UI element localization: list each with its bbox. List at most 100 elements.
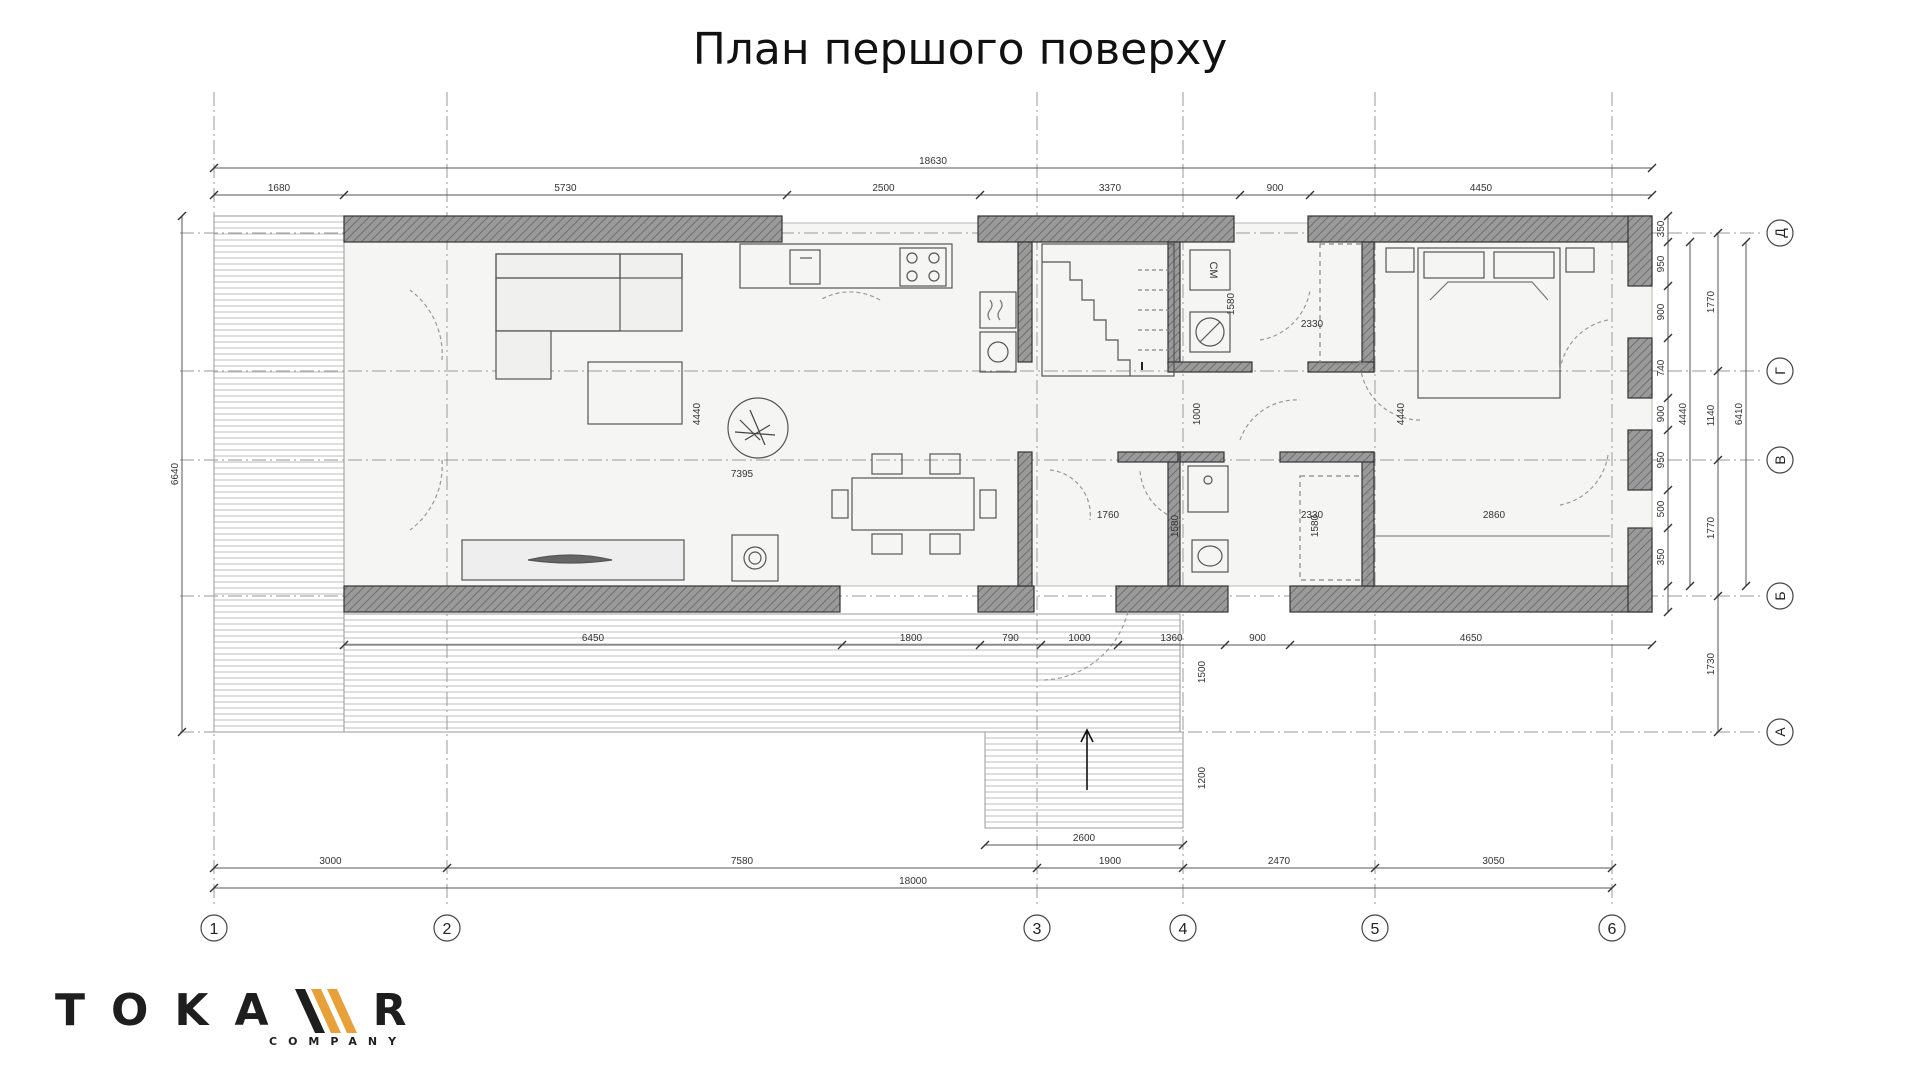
interior-dim-label: 1580 (1310, 514, 1321, 537)
walls (343, 215, 1653, 613)
dim-label: 1900 (1099, 856, 1122, 867)
dim-tick (339, 640, 349, 650)
wall (1117, 451, 1179, 463)
dim-tick (975, 190, 985, 200)
axis-bubble-row (1766, 582, 1794, 610)
dim-tick (1032, 863, 1042, 873)
dim-label: 2470 (1268, 856, 1291, 867)
door-swings (409, 289, 1609, 681)
dim-tick (1235, 190, 1245, 200)
wall (1289, 585, 1653, 613)
wall (1361, 241, 1375, 373)
axis-label-column: 3 (1033, 921, 1042, 938)
terrace-deck (213, 215, 345, 733)
axis-bubble-column (433, 914, 461, 942)
dim-label: 6450 (582, 633, 605, 644)
axis-label-row: Б (1772, 591, 1788, 600)
axis-bubble-row (1766, 446, 1794, 474)
dim-tick (177, 211, 187, 221)
dim-label: 740 (1656, 359, 1667, 376)
axis-bubble-column (1023, 914, 1051, 942)
dim-tick (1370, 863, 1380, 873)
dim-tick (442, 863, 452, 873)
dim-label: 4440 (1678, 402, 1689, 425)
toilet-icon (1187, 465, 1229, 573)
entrance-deck (343, 613, 1181, 733)
dim-label: 1800 (900, 633, 923, 644)
plant-icon (727, 397, 789, 459)
deck-outline (984, 731, 1184, 829)
dim-tick (1685, 581, 1695, 591)
dim-label: 900 (1267, 183, 1284, 194)
dim-tick (339, 190, 349, 200)
wall (1307, 215, 1653, 243)
interior-dim-label: 1580 (1226, 292, 1237, 315)
wall (1627, 429, 1653, 491)
interior-dim-label: 1760 (1097, 510, 1120, 521)
dim-tick (1647, 640, 1657, 650)
dim-tick (1036, 640, 1046, 650)
dim-tick (1607, 883, 1617, 893)
dim-label: 1360 (1160, 633, 1183, 644)
dim-tick (1178, 863, 1188, 873)
dim-tick (980, 840, 990, 850)
wall (1627, 527, 1653, 613)
dim-tick (1663, 581, 1673, 591)
heater-icon (979, 291, 1017, 373)
wall (1167, 361, 1253, 373)
wall (1279, 451, 1375, 463)
dim-tick (1741, 581, 1751, 591)
dim-label: 350 (1656, 548, 1667, 565)
wall (1115, 585, 1229, 613)
axis-label-row: Д (1772, 228, 1788, 238)
dim-label: 900 (1656, 405, 1667, 422)
dim-tick (1663, 281, 1673, 291)
wall (1627, 337, 1653, 399)
dim-label: 1000 (1068, 633, 1091, 644)
axis-label-row: А (1772, 727, 1788, 737)
axis-label-column: 6 (1608, 921, 1617, 938)
dim-tick (209, 190, 219, 200)
interior-dim-label: 2860 (1483, 510, 1506, 521)
axis-label-column: 4 (1179, 921, 1188, 938)
shower-icon (1319, 243, 1365, 365)
axis-bubble-column (1598, 914, 1626, 942)
interior-dim-label: 1200 (1197, 766, 1208, 789)
dim-label: 1770 (1706, 516, 1717, 539)
dim-tick (837, 640, 847, 650)
interior-dim-label: 1500 (1197, 660, 1208, 683)
dim-tick (1741, 237, 1751, 247)
washing-machine-icon (1189, 249, 1231, 353)
axis-bubble-row (1766, 219, 1794, 247)
kitchen-counter-icon (739, 243, 953, 289)
axis-bubble-row (1766, 357, 1794, 385)
wall (343, 215, 783, 243)
dim-tick (1663, 333, 1673, 343)
dim-tick (1713, 727, 1723, 737)
dim-label: 950 (1656, 255, 1667, 272)
dim-tick (1663, 425, 1673, 435)
axis-bubble-column (200, 914, 228, 942)
dim-label: 18000 (899, 876, 927, 887)
dim-tick (1178, 840, 1188, 850)
sofa-icon (495, 253, 683, 380)
interior-dim-label: 1000 (1192, 402, 1203, 425)
wall (1017, 451, 1033, 587)
dim-label: 1680 (268, 183, 291, 194)
dim-tick (1713, 366, 1723, 376)
dim-tick (1685, 237, 1695, 247)
axis-label-column: 1 (210, 921, 219, 938)
dim-tick (1647, 190, 1657, 200)
interior-dim-label: 7395 (731, 469, 754, 480)
dim-tick (209, 863, 219, 873)
bed-icon (1385, 247, 1595, 399)
dim-tick (1663, 211, 1673, 221)
axis-bubble-row (1766, 718, 1794, 746)
axis-label-column: 2 (443, 921, 452, 938)
dim-tick (209, 883, 219, 893)
dim-tick (1305, 190, 1315, 200)
dim-label: 900 (1249, 633, 1266, 644)
